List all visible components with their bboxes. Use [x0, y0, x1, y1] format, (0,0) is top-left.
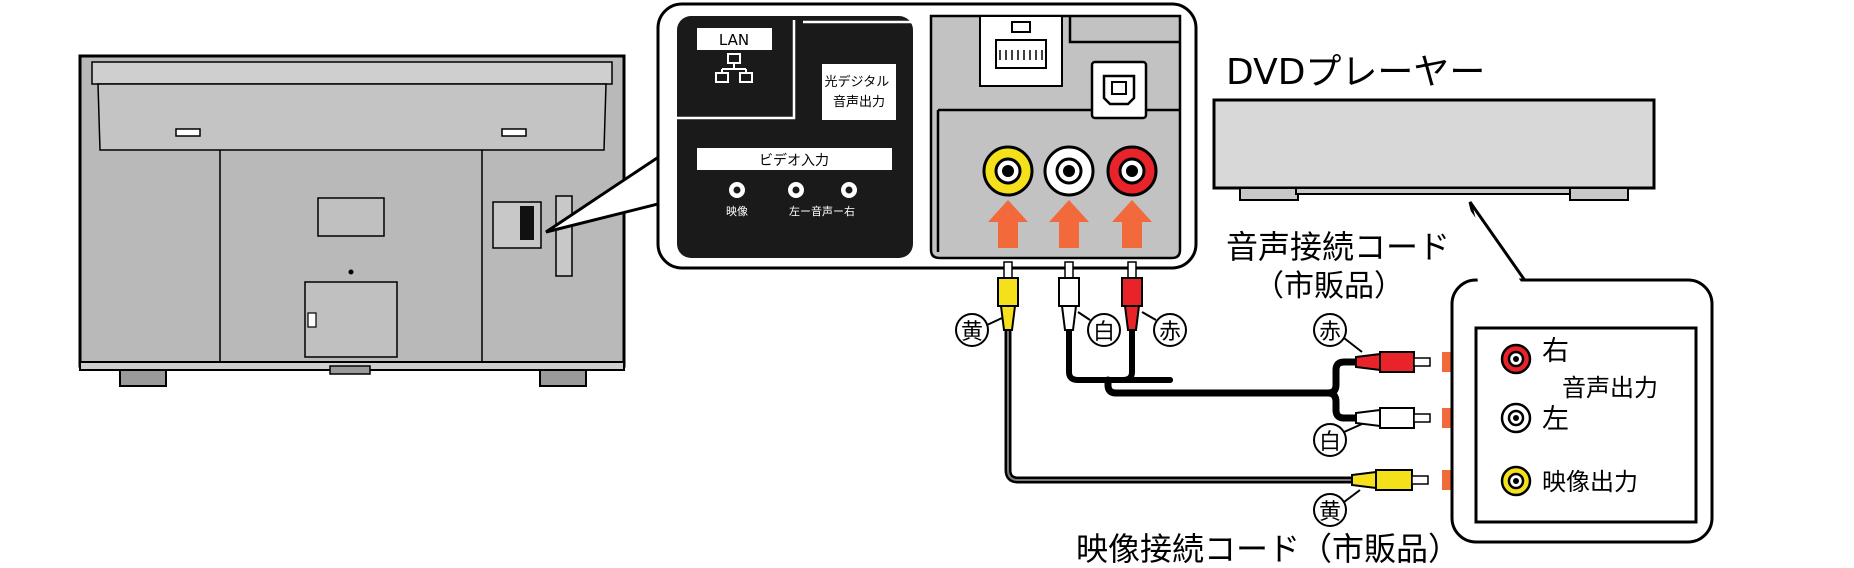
dvd-jack-white-icon [1500, 402, 1532, 434]
video-input-label: ビデオ入力 [759, 152, 829, 169]
optical-port-icon [1090, 60, 1148, 120]
rca-jack-yellow-icon [982, 145, 1034, 197]
terminal-panel-zoom: LAN 光デジタル 音声出力 ビデオ入力 映像 左ー音声ー右 [656, 2, 1198, 270]
lan-icon [715, 53, 753, 83]
color-badges: 黄 白 赤 赤 白 黄 [955, 311, 1363, 527]
arrows-into-tv [988, 200, 1152, 248]
video-cable-label: 映像接続コード（市販品） [1076, 530, 1460, 568]
lan-label: LAN [719, 31, 749, 49]
left-label: 左 [1542, 404, 1569, 435]
right-label: 右 [1542, 336, 1569, 367]
dvd-player-label: DVDプレーヤー [1226, 52, 1485, 93]
audio-output-label: 音声出力 [1562, 374, 1658, 402]
plug-red-tv [1121, 261, 1143, 331]
cables [1004, 316, 1364, 484]
badge-white-tv: 白 [1093, 320, 1115, 345]
arrow-up-icon [1112, 200, 1152, 248]
badge-yellow-tv: 黄 [961, 320, 983, 345]
badge-yellow-dvd: 黄 [1319, 500, 1341, 525]
dvd-player [1212, 98, 1656, 201]
plug-white-tv [1058, 261, 1080, 331]
badge-white-dvd: 白 [1319, 430, 1341, 455]
plug-red-dvd [1355, 351, 1431, 373]
arrow-up-icon [1049, 200, 1089, 248]
audio-cable-sold-separately-label: （市販品） [1254, 269, 1404, 304]
lan-port-icon [979, 15, 1063, 87]
panel-jacks-small [729, 182, 857, 198]
plug-yellow-dvd [1351, 469, 1429, 491]
rca-jack-red-icon [1106, 145, 1158, 197]
badge-red-dvd: 赤 [1319, 320, 1341, 345]
dvd-jack-yellow-icon [1500, 465, 1532, 497]
audio-lr-label: 左ー音声ー右 [789, 204, 855, 218]
optical-digital-audio-out-label: 光デジタル 音声出力 [825, 74, 894, 110]
video-jack-label: 映像 [726, 205, 748, 218]
audio-cable-label: 音声接続コード [1226, 228, 1450, 266]
plug-yellow-tv [997, 261, 1019, 331]
rca-jack-white-icon [1043, 145, 1095, 197]
badge-red-tv: 赤 [1159, 320, 1181, 345]
video-output-label: 映像出力 [1542, 468, 1638, 496]
tv-rear [78, 54, 626, 387]
arrow-up-icon [988, 200, 1028, 248]
plug-white-dvd [1355, 407, 1431, 429]
dvd-jack-red-icon [1500, 343, 1532, 375]
